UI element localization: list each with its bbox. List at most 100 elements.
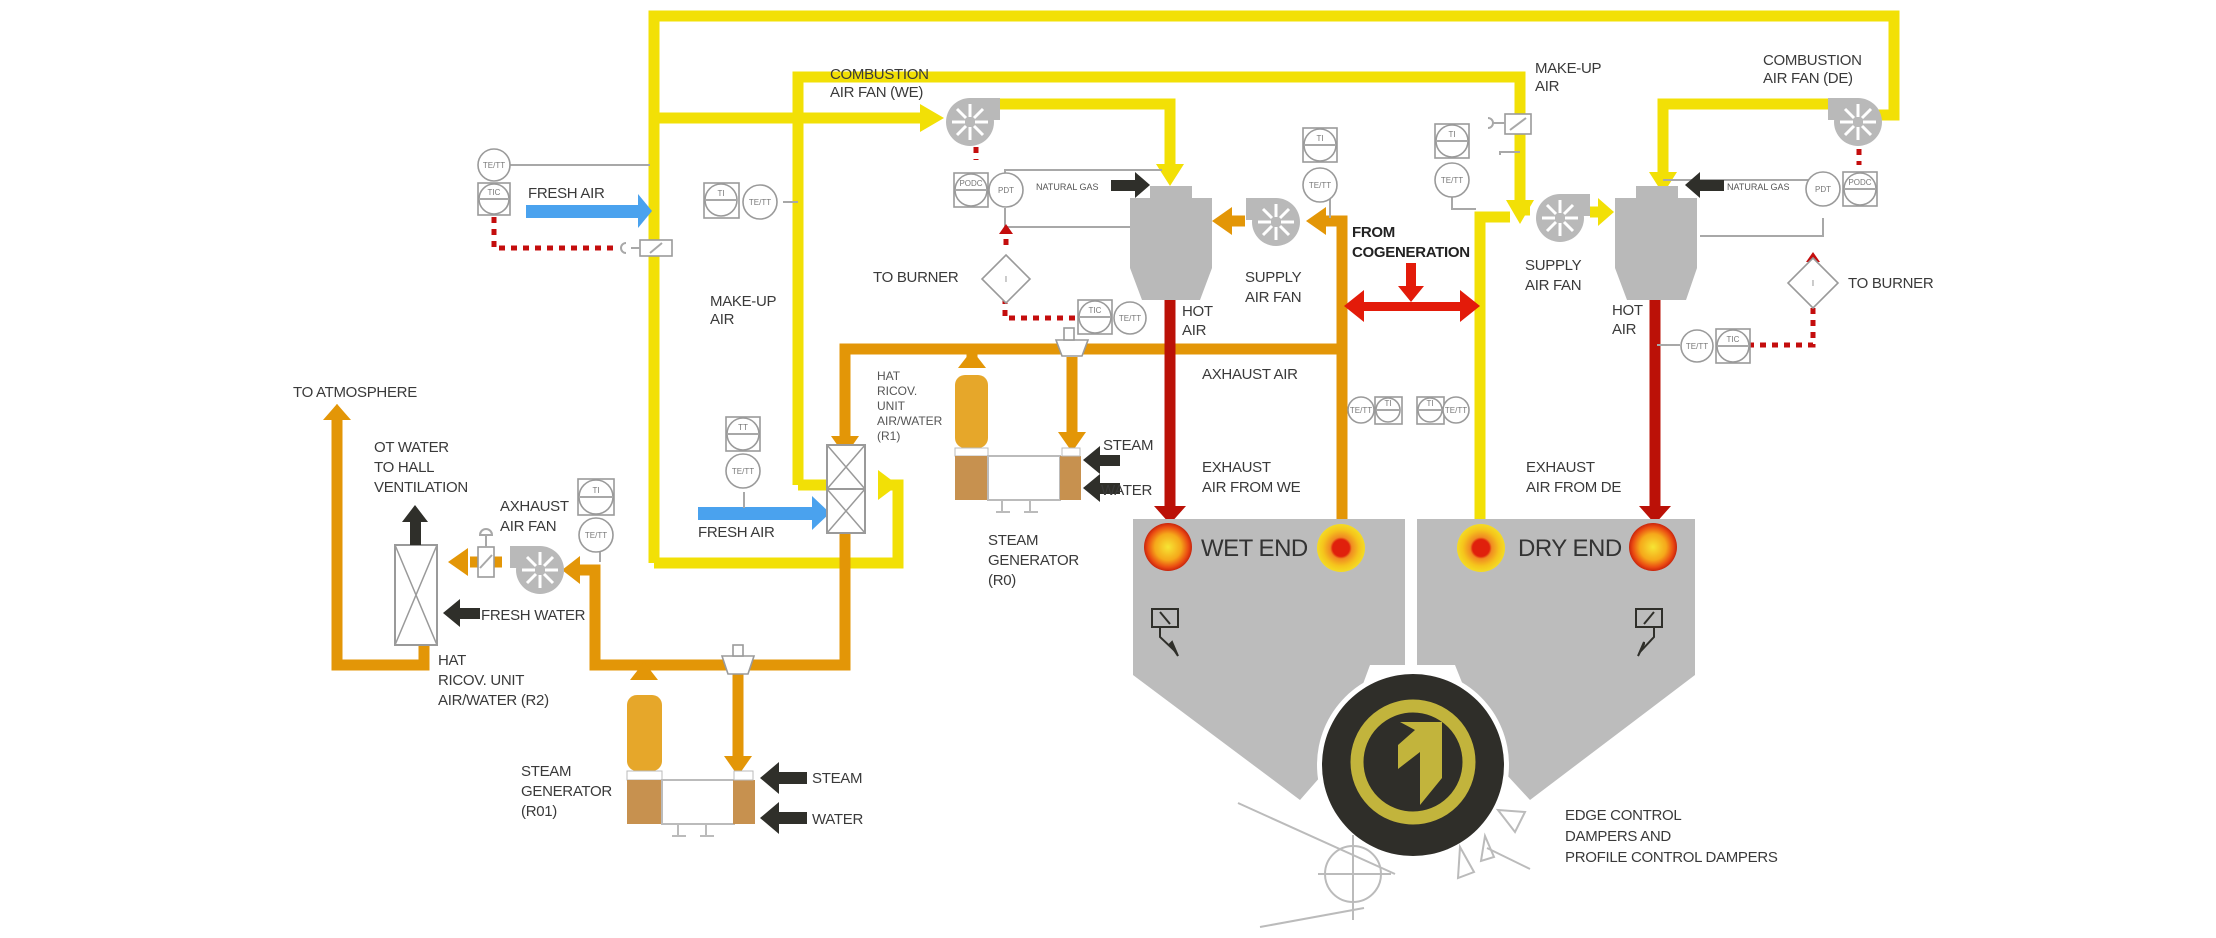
combustion-fan-we-icon: [944, 96, 1002, 148]
we-combustion-out: [970, 98, 1176, 168]
natural-gas-arrows: [1111, 172, 1724, 198]
hot-air-arrowheads: [1154, 506, 1671, 524]
svg-text:FRESH AIR: FRESH AIR: [528, 185, 605, 202]
exhaust-nozzle-we: [1317, 524, 1365, 572]
svg-text:PODC: PODC: [1848, 178, 1871, 187]
hot-air-nozzle-we: [1144, 523, 1192, 571]
svg-text:STEAM: STEAM: [812, 770, 862, 787]
yankee-cylinder-logo: [1317, 669, 1509, 861]
svg-text:PDT: PDT: [998, 186, 1014, 195]
svg-text:WATER: WATER: [812, 811, 863, 828]
svg-text:TE/TT: TE/TT: [1350, 406, 1372, 415]
svg-text:TI: TI: [1316, 134, 1323, 143]
fresh-air-arrows: [526, 194, 830, 530]
svg-text:TE/TT: TE/TT: [1441, 176, 1463, 185]
svg-text:STEAM: STEAM: [1103, 437, 1153, 454]
svg-text:TE/TT: TE/TT: [749, 198, 771, 207]
svg-text:NATURAL GAS: NATURAL GAS: [1727, 182, 1790, 192]
svg-text:TE/TT: TE/TT: [585, 531, 607, 540]
svg-text:TIC: TIC: [1089, 306, 1102, 315]
hood-damper-we-icon: [1151, 608, 1179, 657]
de-combustion-out: [1657, 98, 1840, 176]
burner-we: [1130, 186, 1212, 300]
svg-text:NATURAL GAS: NATURAL GAS: [1036, 182, 1099, 192]
svg-text:PDT: PDT: [1815, 185, 1831, 194]
hat-recovery-unit-r1: [826, 444, 866, 534]
r1-down: [578, 520, 851, 671]
to-atmosphere-arrowhead: [323, 404, 351, 420]
steam-generator-r0: [954, 375, 1081, 513]
supply-fan-we-icon: [1244, 196, 1302, 248]
svg-text:TE/TT: TE/TT: [1309, 181, 1331, 190]
svg-text:FRESH AIR: FRESH AIR: [698, 524, 775, 541]
axhaust-header: [839, 343, 1342, 440]
svg-text:TI: TI: [1426, 399, 1433, 408]
svg-text:TI: TI: [717, 189, 724, 198]
de-supply-return: [1474, 211, 1510, 520]
svg-text:TE/TT: TE/TT: [732, 467, 754, 476]
water-arrows: [402, 505, 480, 627]
hot-air-nozzle-de: [1629, 523, 1677, 571]
svg-text:TO BURNER: TO BURNER: [873, 269, 959, 286]
svg-text:TI: TI: [1384, 399, 1391, 408]
cogeneration-arrows: [1344, 263, 1480, 322]
combustion-fan-de-icon: [1826, 96, 1884, 148]
svg-text:I: I: [1005, 275, 1007, 284]
hot-air-pipes: [1164, 298, 1661, 510]
svg-text:TIC: TIC: [488, 188, 501, 197]
we-exhaust-riser: [1322, 215, 1348, 520]
hood-damper-de-icon: [1635, 608, 1663, 657]
instruments: TE/TT TIC TI TE/TT PODC PDT I TIC TE/TT …: [477, 113, 1878, 675]
svg-text:TT: TT: [738, 423, 748, 432]
make-up-air-pipes: [648, 10, 1900, 569]
svg-text:FRESH WATER: FRESH WATER: [481, 607, 586, 624]
exhaust-nozzle-de: [1457, 524, 1505, 572]
outer-make-up-loop: [648, 10, 1900, 563]
make-up-air-arrowheads: [878, 104, 1677, 500]
svg-text:TI: TI: [592, 486, 599, 495]
svg-text:TE/TT: TE/TT: [483, 161, 505, 170]
svg-text:DRY END: DRY END: [1518, 535, 1622, 562]
supply-fan-de-icon: [1534, 192, 1592, 244]
svg-text:I: I: [1812, 279, 1814, 288]
svg-text:WET END: WET END: [1201, 535, 1308, 562]
inner-make-up-loop: [792, 71, 1526, 485]
svg-text:AXHAUST AIR: AXHAUST AIR: [1202, 366, 1298, 383]
axhaust-fan-icon: [508, 544, 566, 596]
svg-text:TE/TT: TE/TT: [1119, 314, 1141, 323]
svg-text:TO BURNER: TO BURNER: [1848, 275, 1934, 292]
svg-text:TIC: TIC: [1727, 335, 1740, 344]
svg-text:TI: TI: [1448, 130, 1455, 139]
steam-generator-r01: [626, 695, 755, 837]
burner-de: [1615, 186, 1697, 300]
svg-text:TE/TT: TE/TT: [1445, 406, 1467, 415]
hat-recovery-unit-r2: [394, 544, 438, 646]
svg-text:TE/TT: TE/TT: [1686, 342, 1708, 351]
svg-text:TO ATMOSPHERE: TO ATMOSPHERE: [293, 384, 417, 401]
svg-text:WATER: WATER: [1101, 482, 1152, 499]
svg-text:PODC: PODC: [959, 179, 982, 188]
r2-left-loop: [331, 420, 430, 671]
profile-damper-symbols: [1237, 802, 1531, 928]
